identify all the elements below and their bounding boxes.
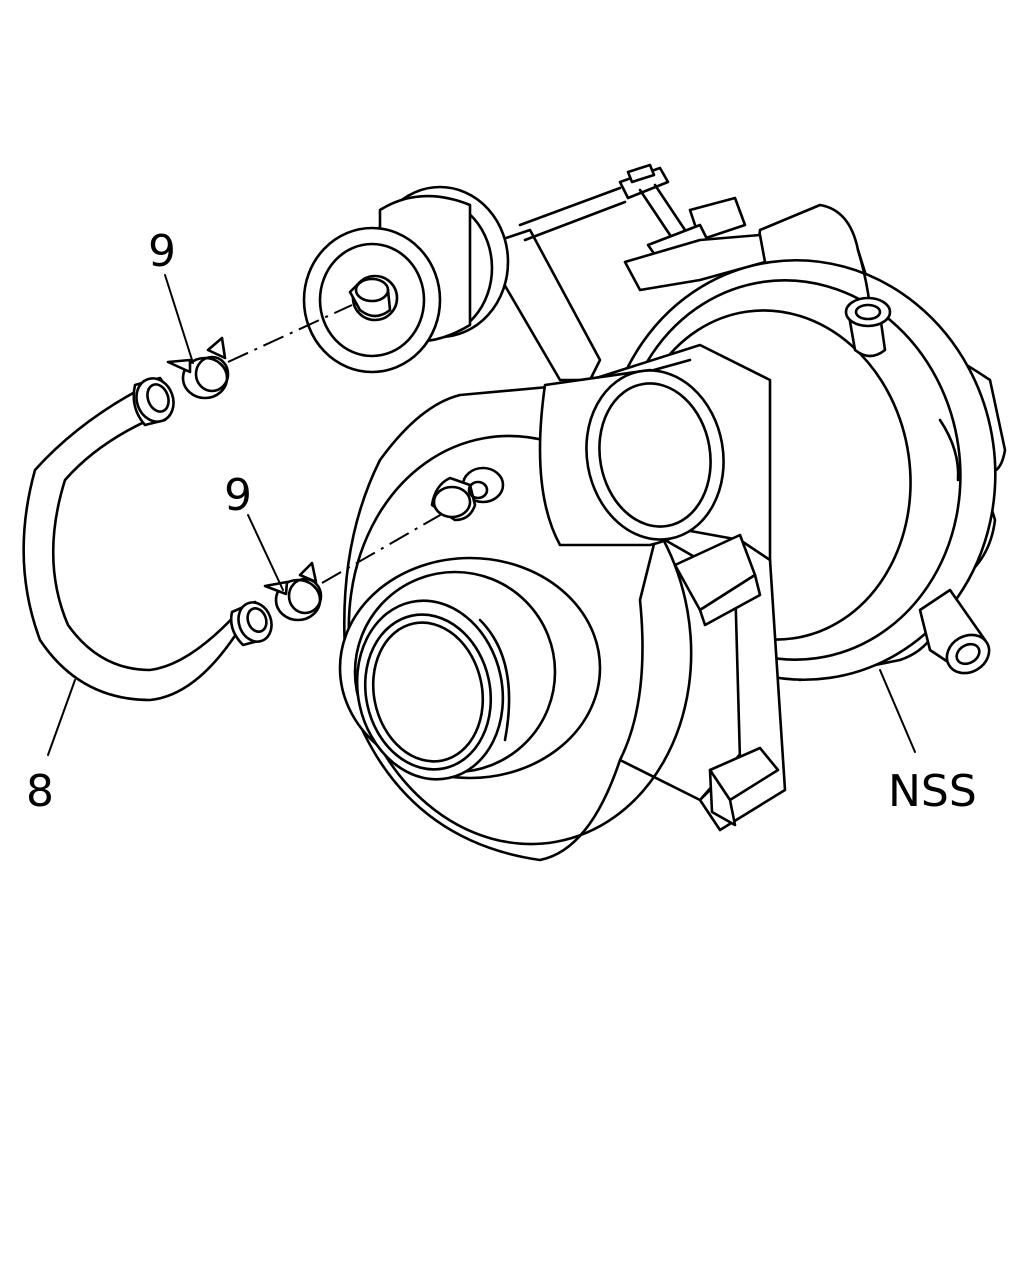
vacuum-hose <box>22 376 273 702</box>
assembly-centerline-upper <box>227 304 353 363</box>
leader-clamp-lower <box>247 514 284 591</box>
turbine-side-fitting <box>918 588 991 675</box>
compressor-port-fitting <box>430 466 505 522</box>
assembly-centerline-lower <box>321 513 443 584</box>
hose-clamp-lower <box>263 561 323 622</box>
callout-clamp-upper: 9 <box>148 226 176 277</box>
callout-assembly: NSS <box>888 766 977 817</box>
callout-hose: 8 <box>26 766 54 817</box>
leader-hose <box>47 679 76 756</box>
compressor-outlet <box>538 368 725 547</box>
leader-clamp-upper <box>164 274 194 364</box>
callout-clamp-lower: 9 <box>224 470 252 521</box>
hose-clamp-upper <box>166 336 230 400</box>
leader-assembly <box>879 669 916 753</box>
turbine-top-fitting <box>844 296 892 358</box>
